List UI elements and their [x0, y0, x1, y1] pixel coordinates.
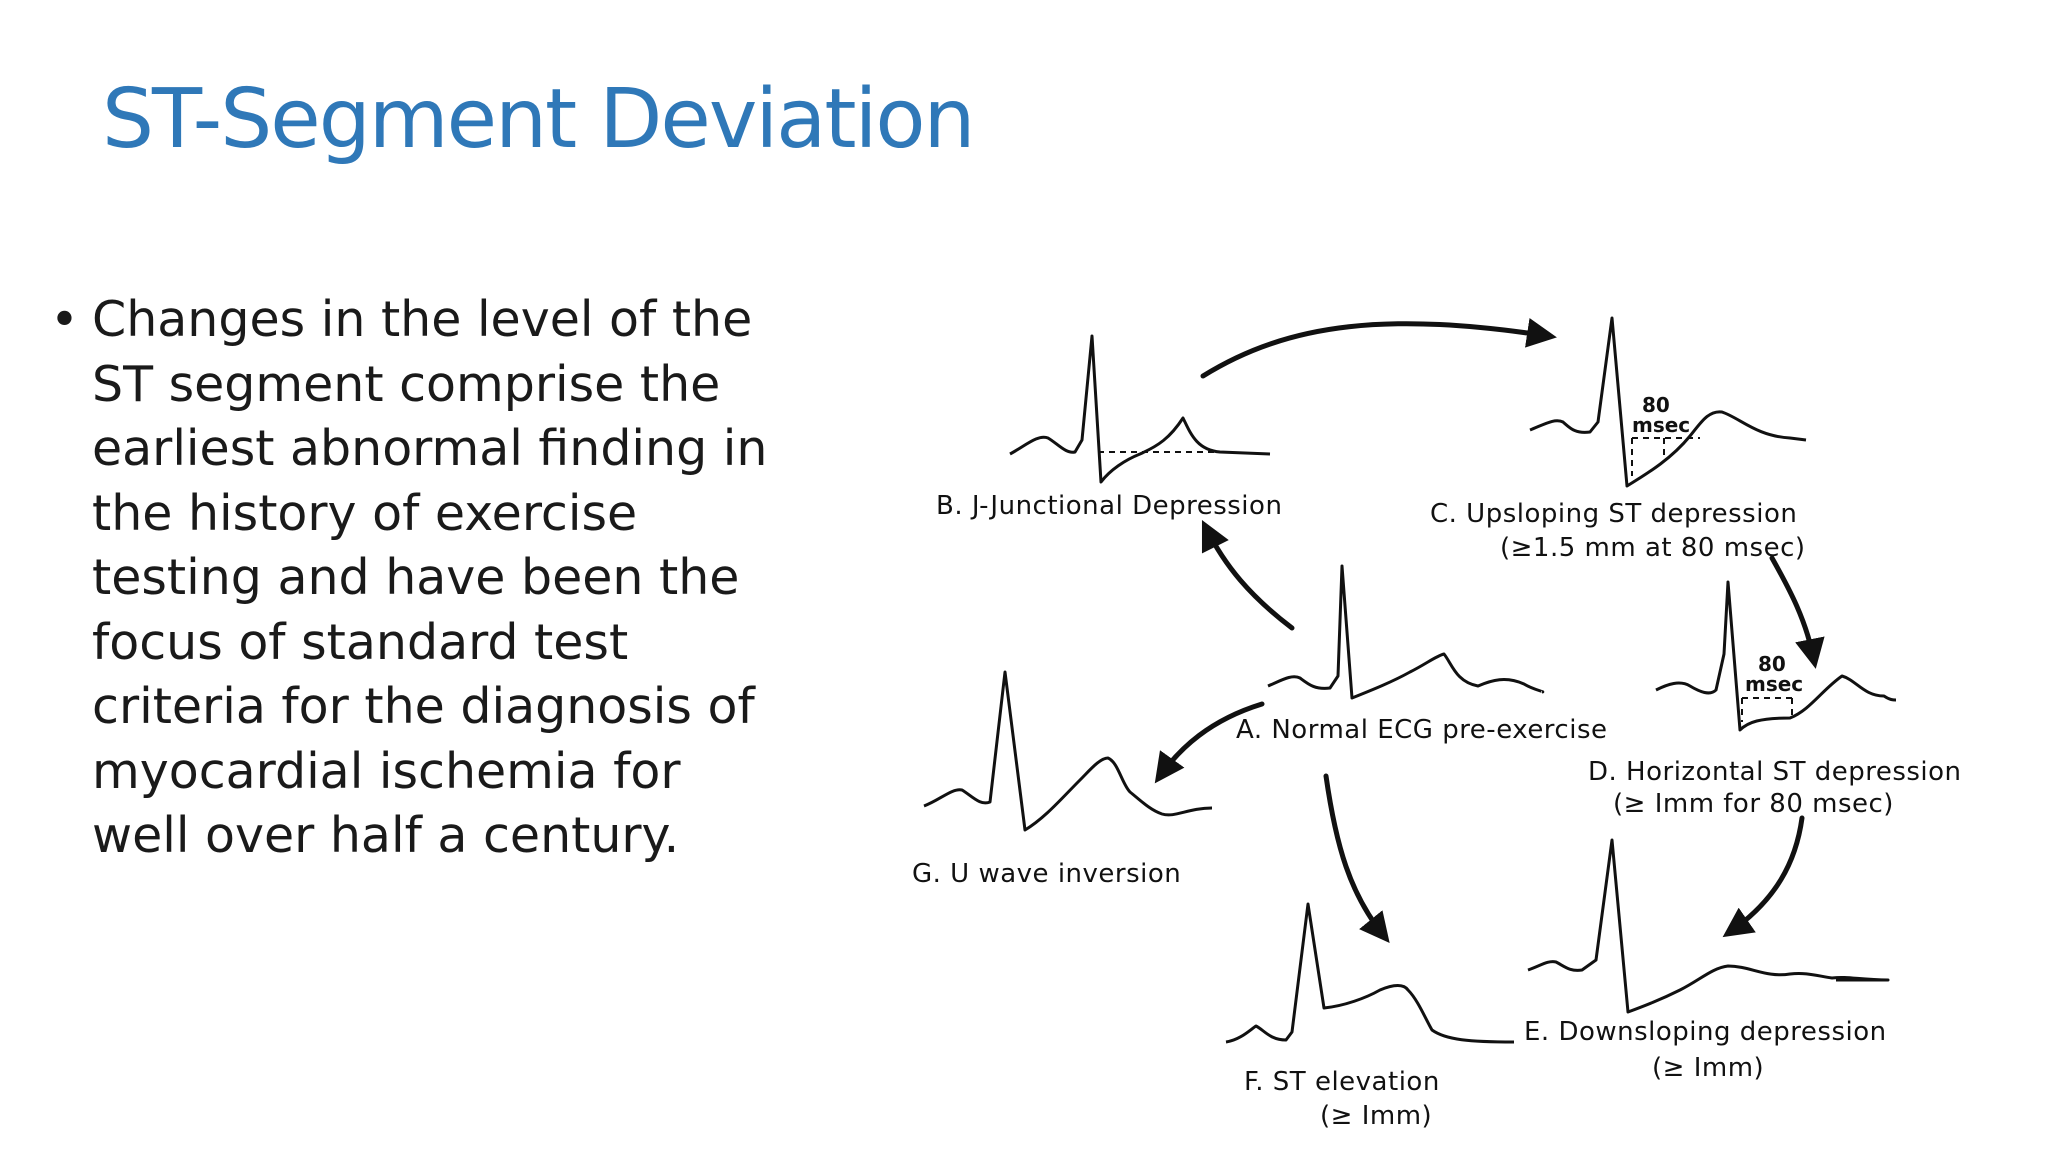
arrows: [1154, 318, 1825, 943]
label-e-line2: (≥ Imm): [1652, 1053, 1764, 1083]
ecg-trace-f: [1225, 902, 1515, 1044]
bullet-text: Changes in the level of the ST segment c…: [92, 288, 810, 869]
arrow-d-to-e: [1722, 815, 1805, 938]
label-a: A. Normal ECG pre-exercise: [1236, 715, 1608, 745]
bullet-line: focus of standard test: [92, 613, 629, 671]
arrow-c-to-d: [1769, 555, 1825, 669]
label-f-line1: F. ST elevation: [1244, 1067, 1440, 1097]
label-b: B. J-Junctional Depression: [936, 491, 1282, 521]
label-d-line1: D. Horizontal ST depression: [1588, 757, 1962, 787]
bullet-marker: •: [50, 291, 79, 348]
bullet-line: ST segment comprise the: [92, 355, 721, 413]
ecg-trace-a: [1267, 564, 1545, 700]
bullet-line: testing and have been the: [92, 549, 740, 606]
label-g: G. U wave inversion: [912, 859, 1181, 889]
label-f-line2: (≥ Imm): [1320, 1101, 1432, 1131]
arrow-a-to-f: [1323, 773, 1390, 943]
arrow-a-to-b: [1201, 519, 1295, 631]
bullet-line: Changes in the level of the: [92, 291, 753, 348]
c-msec-unit: msec: [1632, 413, 1690, 437]
ecg-trace-d: [1655, 580, 1897, 732]
bullet-line: the history of exercise: [92, 484, 638, 542]
arrow-a-to-g: [1154, 701, 1265, 784]
ecg-trace-g: [923, 670, 1213, 832]
bullet-line: earliest abnormal finding in: [92, 420, 768, 477]
label-d-line2: (≥ Imm for 80 msec): [1613, 789, 1894, 819]
arrow-b-to-c: [1200, 318, 1557, 379]
label-c-line1: C. Upsloping ST depression: [1430, 499, 1797, 529]
bullet-line: myocardial ischemia for: [92, 742, 681, 800]
d-msec-unit: msec: [1745, 672, 1803, 696]
bullet-line: criteria for the diagnosis of: [92, 678, 755, 735]
label-c-line2: (≥1.5 mm at 80 msec): [1500, 533, 1806, 563]
slide-title: ST-Segment Deviation: [102, 72, 975, 167]
ecg-trace-b: [1009, 334, 1271, 484]
bullet-list: • Changes in the level of the ST segment…: [50, 288, 810, 869]
bullet-line: well over half a century.: [92, 807, 680, 864]
ecg-trace-e: [1527, 838, 1890, 1014]
label-e-line1: E. Downsloping depression: [1524, 1017, 1887, 1047]
d-msec-value: 80: [1758, 652, 1786, 676]
c-msec-value: 80: [1642, 393, 1670, 417]
ecg-trace-c: [1529, 316, 1807, 488]
